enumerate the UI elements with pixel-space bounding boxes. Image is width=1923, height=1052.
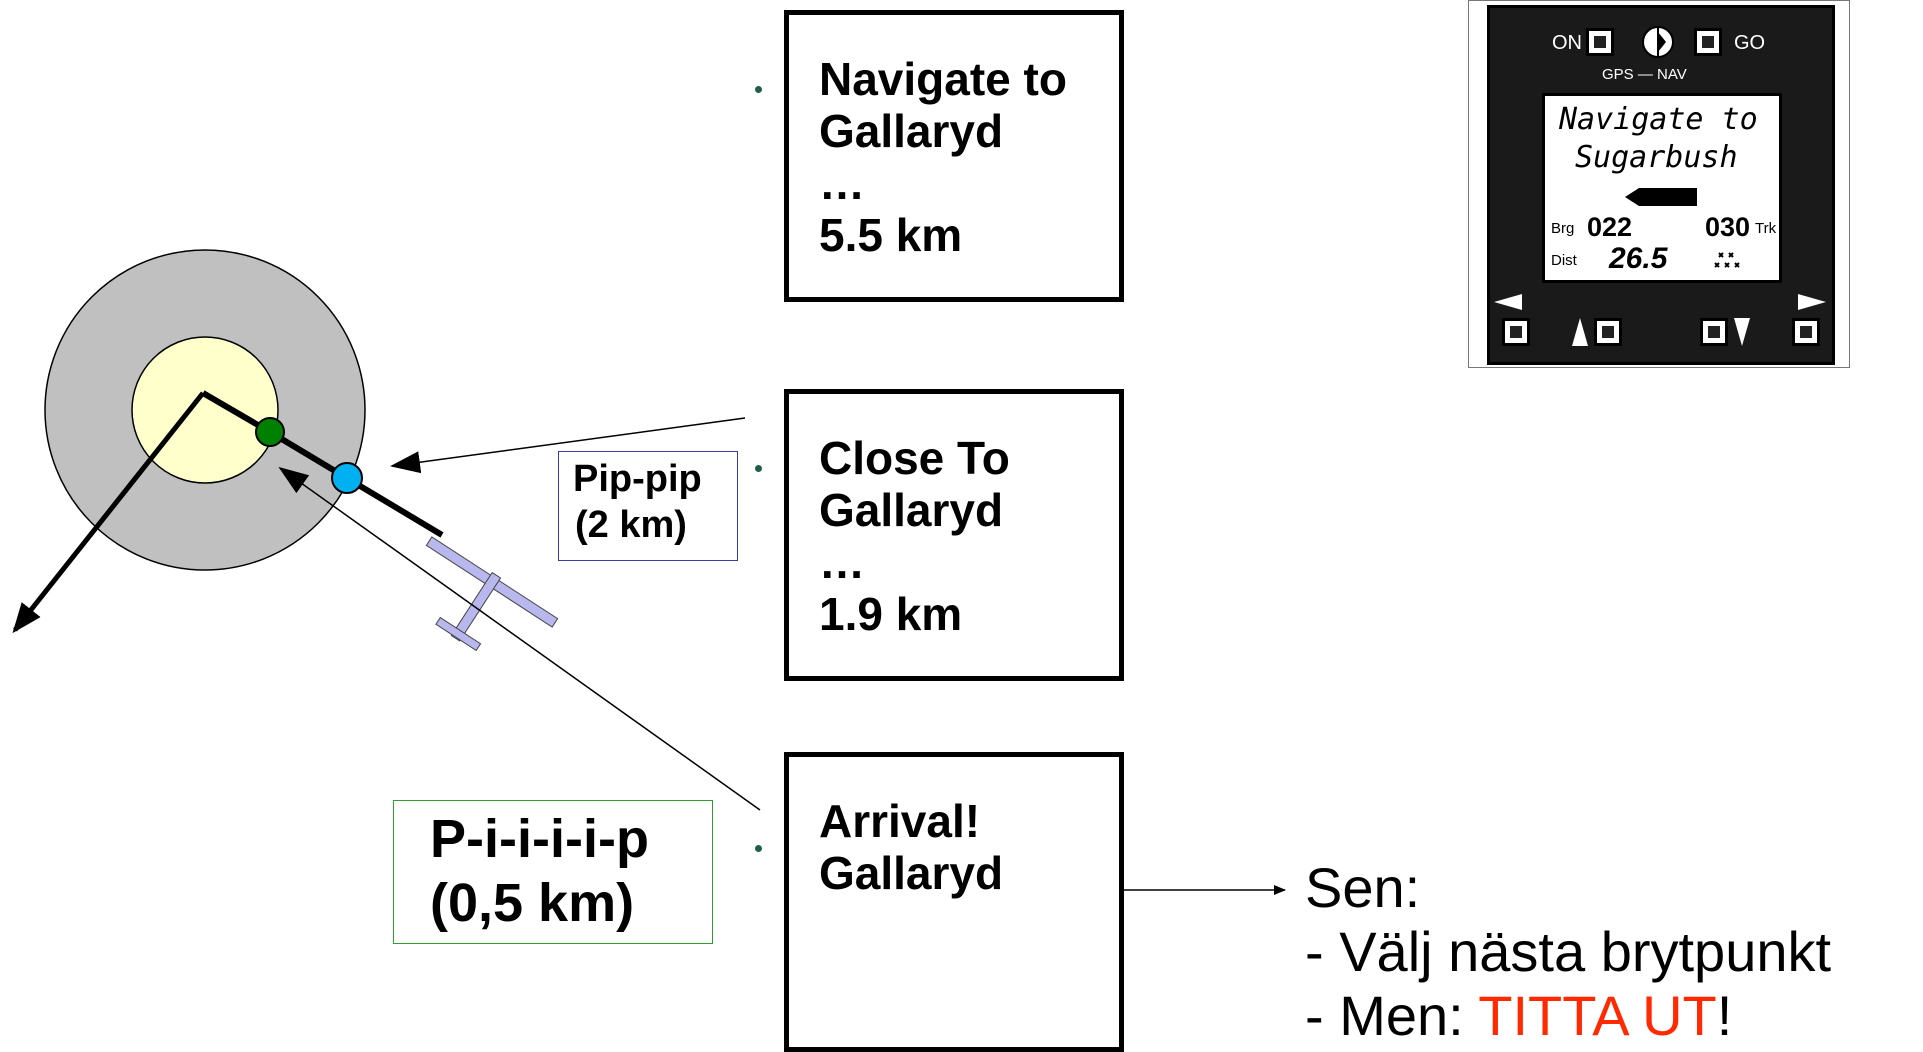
look-out-warning: TITTA UT bbox=[1478, 984, 1717, 1047]
close-line1: Close To bbox=[819, 432, 1010, 484]
gps-mode-label: GPS — NAV bbox=[1602, 66, 1687, 83]
arrival-screen: Arrival! Gallaryd bbox=[784, 752, 1124, 1052]
glider-icon bbox=[425, 536, 559, 652]
arrival-line2: Gallaryd bbox=[819, 847, 1004, 899]
next-steps-heading: Sen: bbox=[1305, 856, 1421, 919]
next-step-2-suffix: ! bbox=[1716, 984, 1733, 1047]
gps-key-4 bbox=[1792, 318, 1820, 346]
navigate-screen: Navigate to Gallaryd … 5.5 km bbox=[784, 10, 1124, 302]
piip-line1: P-i-i-i-i-p bbox=[430, 809, 649, 869]
close-line2: Gallaryd bbox=[819, 484, 1004, 536]
gps-key-2 bbox=[1594, 318, 1622, 346]
lcd-line2: Sugarbush bbox=[1575, 140, 1738, 175]
gps-on-key bbox=[1586, 28, 1614, 56]
gps-down-arrow-icon bbox=[1734, 318, 1750, 346]
gps-go-key bbox=[1694, 28, 1722, 56]
close-to-screen: Close To Gallaryd … 1.9 km bbox=[784, 389, 1124, 681]
gps-up-arrow-icon bbox=[1572, 318, 1588, 346]
navigate-line2: Gallaryd bbox=[819, 105, 1004, 157]
pip-pip-label: Pip-pip (2 km) bbox=[558, 451, 738, 561]
bullet-navigate bbox=[755, 86, 762, 93]
compass-icon bbox=[1642, 26, 1674, 58]
piip-line2: (0,5 km) bbox=[430, 873, 635, 933]
next-step-2: - Men: TITTA UT! bbox=[1305, 984, 1831, 1048]
lcd-brg-value: 022 bbox=[1587, 212, 1633, 242]
gps-key-1 bbox=[1502, 318, 1530, 346]
outgoing-track-arrow bbox=[12, 391, 205, 634]
arrival-line1: Arrival! bbox=[819, 795, 981, 847]
next-steps-text: Sen: - Välj nästa brytpunkt - Men: TITTA… bbox=[1305, 856, 1831, 1048]
close-distance: 1.9 km bbox=[819, 588, 963, 640]
pip-line2: (2 km) bbox=[575, 504, 687, 546]
bullet-arrival bbox=[755, 845, 762, 852]
pip-line1: Pip-pip bbox=[573, 458, 702, 500]
direction-arrow-icon bbox=[1625, 188, 1697, 206]
piiiip-label: P-i-i-i-i-p (0,5 km) bbox=[393, 800, 713, 944]
lcd-brg-label: Brg bbox=[1551, 220, 1575, 237]
gps-device-image: ON GO GPS — NAV Navigate to Sugarbush Br… bbox=[1468, 0, 1850, 368]
gps-key-3 bbox=[1700, 318, 1728, 346]
gps-go-label: GO bbox=[1734, 32, 1766, 54]
next-step-1: - Välj nästa brytpunkt bbox=[1305, 920, 1832, 983]
arrival-point-dot bbox=[255, 417, 285, 447]
gps-on-label: ON bbox=[1552, 32, 1582, 54]
navigate-line3: … bbox=[819, 157, 865, 209]
navigate-distance: 5.5 km bbox=[819, 209, 963, 261]
gps-left-arrow-icon bbox=[1494, 294, 1522, 310]
navigate-line1: Navigate to bbox=[819, 53, 1067, 105]
signal-strength-icon bbox=[1714, 252, 1740, 268]
gps-device-body: ON GO GPS — NAV Navigate to Sugarbush Br… bbox=[1487, 5, 1835, 365]
inner-zone-circle bbox=[131, 336, 279, 484]
gps-right-arrow-icon bbox=[1798, 294, 1826, 310]
gps-lcd-screen: Navigate to Sugarbush Brg 022 030 Trk Di… bbox=[1542, 93, 1782, 283]
lcd-trk-value: 030 bbox=[1705, 212, 1751, 242]
close-line3: … bbox=[819, 536, 865, 588]
lcd-dist-label: Dist bbox=[1551, 252, 1577, 269]
next-step-2-prefix: - Men: bbox=[1305, 984, 1479, 1047]
arrival-pointer-line bbox=[278, 466, 761, 811]
bullet-close bbox=[755, 465, 762, 472]
lcd-trk-label: Trk bbox=[1755, 220, 1777, 237]
lcd-line1: Navigate to bbox=[1559, 102, 1758, 137]
lcd-dist-value: 26.5 bbox=[1609, 242, 1668, 275]
alert-point-dot bbox=[331, 462, 363, 494]
close-to-pointer-line bbox=[390, 417, 746, 474]
